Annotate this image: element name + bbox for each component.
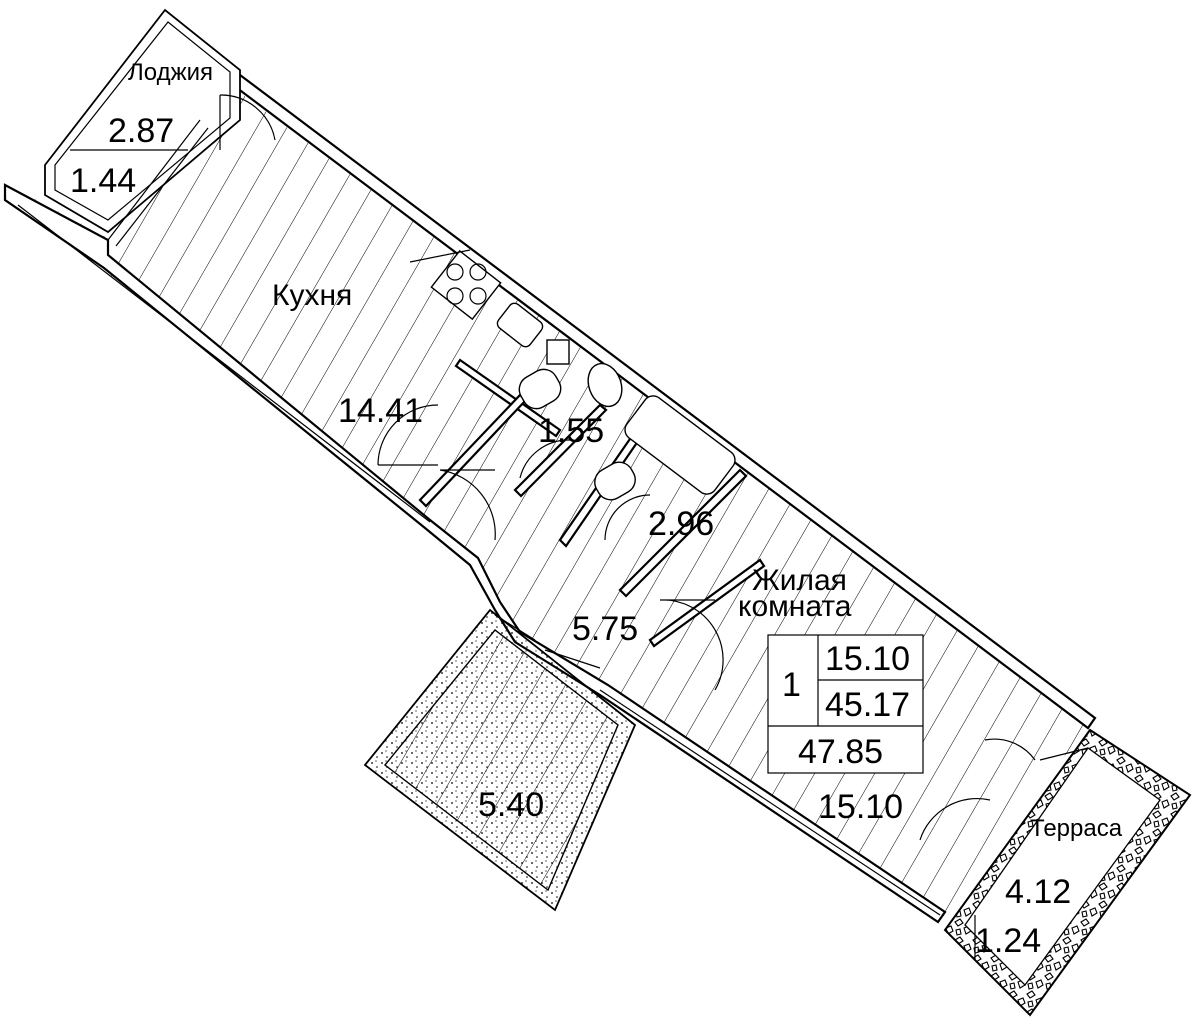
living-area: 15.10 (818, 788, 903, 826)
area-summary-table (767, 634, 924, 774)
loggia-name: Лоджия (128, 59, 213, 86)
toilet (587, 362, 623, 408)
kitchen-name: Кухня (272, 279, 352, 312)
washbasin-small (518, 368, 562, 410)
hall-area: 5.75 (572, 610, 638, 648)
hall-door (439, 469, 496, 541)
exterior-wall-lower (3, 183, 947, 924)
loggia-reduced-area: 1.44 (70, 162, 136, 200)
labels: Лоджия 2.87 1.44 Кухня 14.41 1.55 2.96 5… (70, 59, 1123, 960)
loggia (44, 8, 276, 247)
kitchen-sink (496, 302, 544, 348)
kitchen-fixtures (409, 249, 544, 348)
washbasin (594, 461, 636, 501)
total-area-with-outdoor: 47.85 (798, 733, 883, 771)
rooms-count: 1 (782, 666, 801, 704)
balcony-floor (384, 629, 619, 892)
terrace-reduced-area: 1.24 (975, 922, 1041, 960)
terrace-door (919, 738, 1036, 841)
terrace (943, 728, 1192, 1017)
bathroom-walls (418, 339, 766, 648)
living-area-total: 15.10 (825, 640, 910, 678)
total-area: 45.17 (825, 686, 910, 724)
living-name-line2: комната (738, 590, 852, 623)
terrace-name: Терраса (1030, 815, 1123, 842)
bathroom-small-area: 1.55 (538, 412, 604, 450)
living-door (659, 599, 724, 691)
doors (377, 404, 1036, 841)
terrace-floor (964, 747, 1161, 986)
loggia-area: 2.87 (108, 112, 174, 150)
balcony-area: 5.40 (478, 786, 544, 824)
kitchen-door (377, 404, 439, 466)
bathtub (624, 395, 736, 495)
terrace-area: 4.12 (1005, 873, 1071, 911)
kitchen-area: 14.41 (338, 392, 423, 430)
loggia-floor (44, 8, 241, 234)
living-name-line1: Жилая (752, 564, 847, 597)
bath-small-door (519, 439, 571, 479)
bathroom-area: 2.96 (648, 505, 714, 543)
bath-door (604, 494, 651, 541)
balcony (363, 608, 637, 912)
